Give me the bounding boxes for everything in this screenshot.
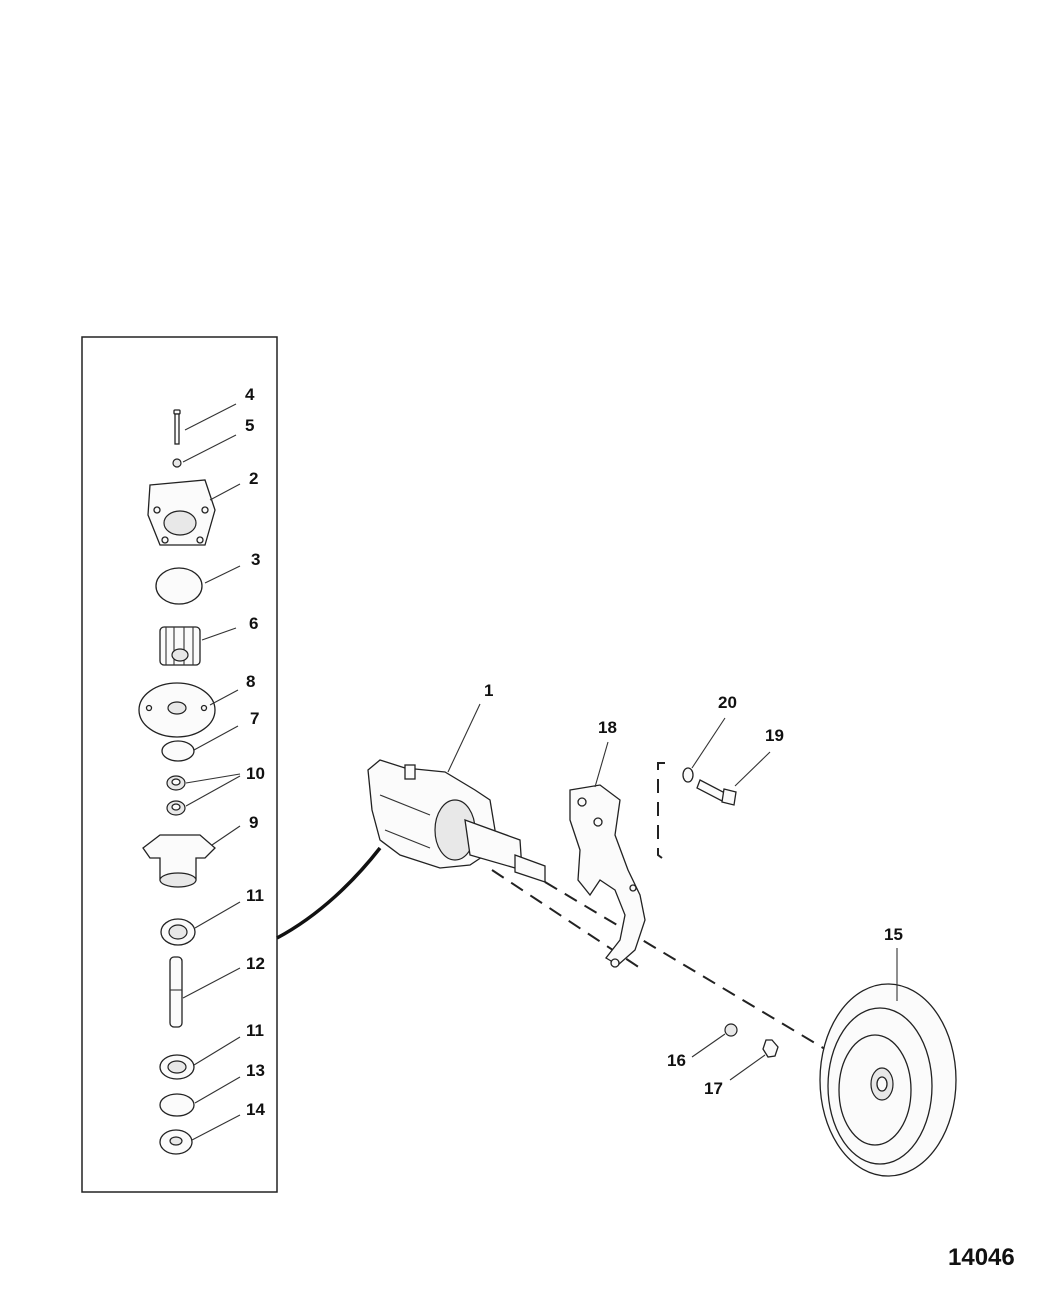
leader-11a [194,901,241,929]
callout-2: 2 [249,469,258,488]
leader-7 [193,725,239,751]
part-19-bolt [696,779,737,806]
part-11-bearing-upper [160,918,196,946]
callout-3: 3 [251,550,260,569]
leader-14 [191,1114,241,1141]
leader-13 [194,1076,241,1104]
leader-3 [204,565,241,584]
part-4-screw [173,409,181,445]
callout-1: 1 [484,681,493,700]
leader-2 [209,483,241,501]
callout-18: 18 [598,718,617,737]
leader-20 [691,717,726,769]
callout-17: 17 [704,1079,723,1098]
leader-4 [184,403,237,431]
part-15-pulley [819,983,957,1177]
part-13-retaining-ring [159,1093,195,1117]
part-17-nut [762,1039,779,1058]
part-12-shaft [169,956,183,1028]
connector-line [276,846,382,940]
leader-1 [447,703,481,773]
part-6-impeller [159,626,201,666]
callout-20: 20 [718,693,737,712]
callout-6: 6 [249,614,258,633]
callout-11-lower: 11 [246,1021,264,1040]
bolt-guide-line [657,762,665,859]
part-9-pump-housing [142,834,216,888]
part-7-o-ring [161,740,195,762]
callout-11-upper: 11 [246,886,264,905]
part-10-seals [166,775,186,816]
callout-15: 15 [884,925,903,944]
inset-frame [81,336,278,1193]
part-2-pump-cover [147,479,216,546]
figure-number: 14046 [948,1244,1015,1271]
leader-6 [201,627,237,641]
part-1-seawater-pump [367,759,546,883]
callout-19: 19 [765,726,784,745]
part-16-washer [724,1023,738,1037]
callout-14: 14 [246,1100,265,1119]
callout-12: 12 [246,954,265,973]
leader-16 [691,1033,726,1058]
part-14-seal [159,1129,193,1155]
part-18-mounting-bracket [569,784,646,968]
leader-19 [734,751,771,787]
callout-16: 16 [667,1051,686,1070]
callout-13: 13 [246,1061,265,1080]
leader-17 [729,1054,766,1081]
leader-8 [209,689,239,706]
leader-10b [185,775,241,807]
callout-5: 5 [245,416,254,435]
leader-5 [182,434,237,463]
part-3-o-ring [155,567,203,605]
leader-12 [182,967,241,999]
part-20-washer [682,767,694,783]
leader-11b [193,1036,241,1066]
leader-9 [211,825,241,846]
part-11-bearing-lower [159,1054,195,1080]
part-8-wear-plate [138,682,216,738]
shaft-axis-line [544,881,836,1056]
leader-18 [594,741,609,788]
callout-9: 9 [249,813,258,832]
callout-4: 4 [245,385,255,404]
callout-8: 8 [246,672,255,691]
leader-10a [185,773,241,784]
callout-7: 7 [250,709,259,728]
part-5-washer [172,458,182,468]
callout-10: 10 [246,764,265,783]
